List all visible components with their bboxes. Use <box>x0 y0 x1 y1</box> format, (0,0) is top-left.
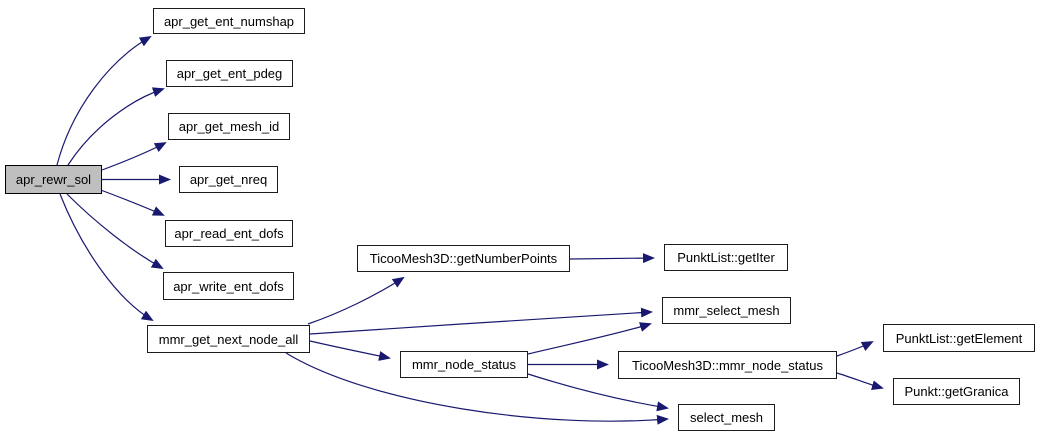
edge-mmr_get_next_node_all-to-TicooMesh3D_getNumberPoints <box>307 276 405 325</box>
edge-apr_rewr_sol-to-apr_get_ent_numshap <box>56 36 152 166</box>
node-punktlist-getelement[interactable]: PunktList::getElement <box>883 324 1035 352</box>
edge-mmr_node_status-to-select_mesh <box>527 373 669 412</box>
node-apr-rewr-sol: apr_rewr_sol <box>5 165 102 194</box>
node-apr-get-nreq[interactable]: apr_get_nreq <box>179 166 278 193</box>
node-apr-write-ent-dofs[interactable]: apr_write_ent_dofs <box>163 272 294 300</box>
edge-apr_rewr_sol-to-apr_read_ent_dofs <box>97 188 165 216</box>
edge-apr_rewr_sol-to-apr_write_ent_dofs <box>66 193 164 269</box>
node-apr-read-ent-dofs[interactable]: apr_read_ent_dofs <box>165 220 293 247</box>
edge-TicooMesh3D_mmr_node_status-to-PunktList_getElement <box>836 341 874 357</box>
edge-apr_rewr_sol-to-apr_get_ent_pdeg <box>67 87 165 166</box>
edge-apr_rewr_sol-to-apr_get_mesh_id <box>101 142 167 171</box>
node-ticoomesh3d-getnumberpoints[interactable]: TicooMesh3D::getNumberPoints <box>357 245 570 272</box>
node-select-mesh[interactable]: select_mesh <box>678 404 775 431</box>
node-mmr-get-next-node-all[interactable]: mmr_get_next_node_all <box>147 325 310 353</box>
node-punkt-getgranica[interactable]: Punkt::getGranica <box>893 378 1020 405</box>
edge-mmr_node_status-to-mmr_select_mesh <box>527 322 652 355</box>
node-punktlist-getiter[interactable]: PunktList::getIter <box>664 244 788 271</box>
node-ticoomesh3d-mmr-node-status[interactable]: TicooMesh3D::mmr_node_status <box>618 351 837 379</box>
edge-mmr_get_next_node_all-to-mmr_select_mesh <box>309 307 653 335</box>
edge-apr_rewr_sol-to-mmr_get_next_node_all <box>59 193 154 322</box>
edge-mmr_get_next_node_all-to-select_mesh <box>285 352 669 425</box>
node-apr-get-mesh-id[interactable]: apr_get_mesh_id <box>168 113 290 140</box>
node-mmr-select-mesh[interactable]: mmr_select_mesh <box>662 297 791 324</box>
edge-TicooMesh3D_getNumberPoints-to-PunktList_getIter <box>569 253 655 264</box>
edge-mmr_get_next_node_all-to-mmr_node_status <box>309 340 391 361</box>
node-mmr-node-status[interactable]: mmr_node_status <box>400 351 528 378</box>
node-apr-get-ent-pdeg[interactable]: apr_get_ent_pdeg <box>166 60 293 87</box>
node-apr-get-ent-numshap[interactable]: apr_get_ent_numshap <box>153 8 305 34</box>
edge-TicooMesh3D_mmr_node_status-to-Punkt_getGranica <box>836 372 884 391</box>
